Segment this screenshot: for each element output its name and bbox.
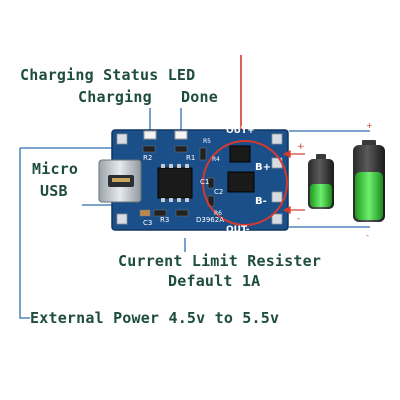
battery-arrows — [282, 150, 305, 214]
micro-label: Micro — [32, 160, 79, 178]
pcb-board — [98, 129, 289, 231]
silk-r1: R1 — [186, 154, 195, 162]
external-power-line — [19, 148, 30, 319]
pin-b-minus: B- — [255, 196, 267, 207]
charging-status-led-label: Charging Status LED — [20, 66, 196, 84]
current-limit-label: Current Limit Resister — [118, 252, 322, 270]
silk-r4: R4 — [212, 156, 220, 163]
silk-c1: C1 — [200, 178, 209, 186]
charging-led — [143, 130, 157, 140]
done-label: Done — [181, 88, 218, 106]
done-led — [174, 130, 188, 140]
small-battery-icon — [308, 154, 334, 209]
external-power-label: External Power 4.5v to 5.5v — [30, 309, 280, 327]
usb-label: USB — [40, 182, 68, 200]
svg-text:-: - — [297, 214, 300, 224]
silk-r2: R2 — [143, 154, 152, 162]
svg-text:+: + — [297, 142, 305, 152]
pin-out-minus: OUT- — [226, 225, 250, 235]
pin-b-plus: B+ — [255, 162, 271, 173]
silk-r5: R5 — [203, 138, 211, 145]
guide-lines — [19, 108, 370, 319]
highlight-circle — [202, 140, 288, 226]
silk-c2: C2 — [214, 188, 223, 196]
silk-chip-label: D3962A — [196, 216, 224, 224]
svg-text:-: - — [366, 231, 369, 240]
protection-ic — [227, 171, 255, 193]
svg-text:+: + — [366, 121, 373, 130]
default-current-label: Default 1A — [168, 272, 261, 290]
large-battery-icon — [353, 140, 385, 222]
silk-r3: R3 — [160, 216, 169, 224]
silk-r6: R6 — [214, 210, 222, 217]
charging-label: Charging — [78, 88, 152, 106]
charger-ic — [157, 167, 193, 199]
pin-out-plus: OUT+ — [226, 126, 255, 136]
silk-c3: C3 — [143, 219, 152, 227]
